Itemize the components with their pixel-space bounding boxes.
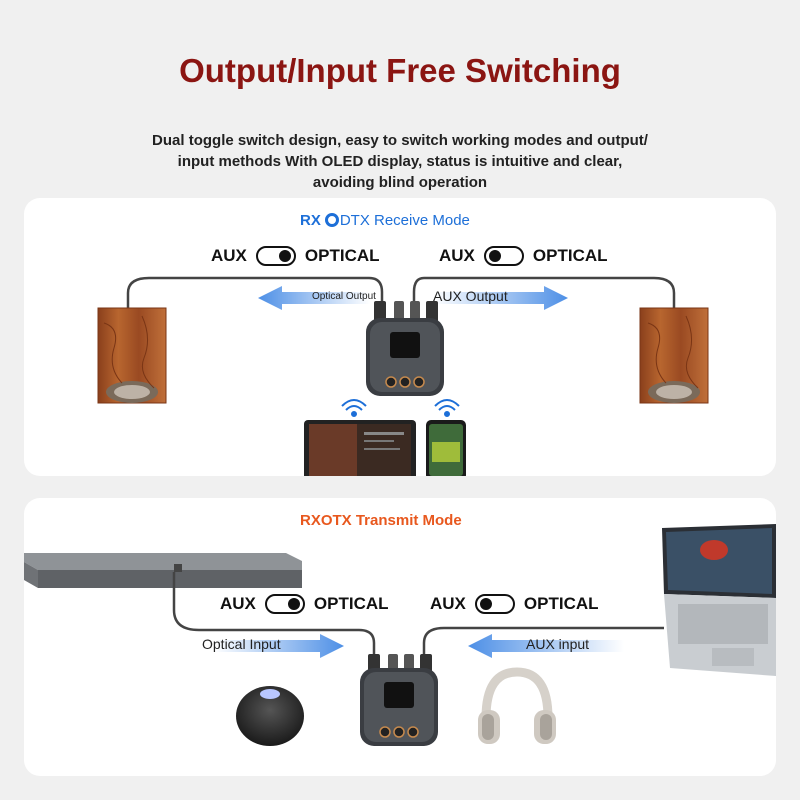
left-speaker-image — [97, 307, 167, 404]
mode-ring-icon — [324, 213, 339, 227]
tx-device-image — [360, 654, 438, 746]
toggle-knob — [278, 250, 291, 262]
rx-mode-suffix: DTX Receive Mode — [339, 212, 470, 229]
tx-mode-title: RXOTX Transmit Mode — [300, 512, 462, 529]
wifi-icon — [434, 399, 460, 417]
optical-cable — [172, 572, 376, 663]
wifi-icon — [341, 399, 367, 417]
headphones-image — [478, 667, 556, 744]
left-arrow — [258, 286, 370, 310]
toggle-switch[interactable] — [264, 594, 305, 614]
rx-mode-title: RX DTX Receive Mode — [300, 212, 470, 229]
aux-label: AUX — [430, 594, 466, 613]
rx-scene-illustration — [97, 276, 709, 476]
phone-image — [426, 420, 466, 476]
optical-output-label: Optical Output — [312, 291, 376, 302]
toggle-knob — [479, 598, 492, 610]
subtitle-line-3: avoiding blind operation — [312, 174, 488, 191]
tx-left-switch[interactable]: AUX OPTICAL — [220, 594, 389, 614]
soundbar-image — [24, 553, 302, 588]
optical-label: OPTICAL — [532, 246, 608, 265]
tx-right-switch[interactable]: AUX OPTICAL — [430, 594, 599, 614]
tx-mode-panel: RXOTX Transmit Mode AUX OPTICAL AUX OPTI… — [24, 498, 776, 776]
right-arrow — [214, 634, 344, 658]
rx-left-switch[interactable]: AUX OPTICAL — [211, 246, 380, 266]
left-arrow — [468, 634, 624, 658]
rx-right-switch[interactable]: AUX OPTICAL — [439, 246, 608, 266]
aux-label: AUX — [220, 594, 256, 613]
toggle-knob — [488, 250, 501, 262]
toggle-knob — [287, 598, 300, 610]
rx-device-image — [366, 301, 444, 396]
optical-label: OPTICAL — [523, 594, 599, 613]
right-speaker-image — [639, 307, 709, 404]
optical-label: OPTICAL — [304, 246, 380, 265]
left-cable — [126, 276, 384, 310]
rx-mode-panel: RX DTX Receive Mode AUX OPTICAL AUX OPTIC… — [24, 198, 776, 476]
laptop-image — [662, 524, 776, 676]
tx-scene-illustration — [24, 524, 776, 746]
aux-label: AUX — [439, 246, 475, 265]
subtitle-line-2: input methods With OLED display, status … — [177, 153, 623, 170]
tablet-image — [304, 420, 416, 476]
optical-label: OPTICAL — [313, 594, 389, 613]
toggle-switch[interactable] — [483, 246, 524, 266]
right-cable — [412, 276, 676, 310]
aux-input-label: AUX input — [526, 636, 590, 652]
right-arrow — [434, 286, 568, 310]
aux-cable — [422, 626, 664, 663]
subtitle-line-1: Dual toggle switch design, easy to switc… — [152, 132, 648, 149]
page-title: Output/Input Free Switching — [179, 52, 621, 89]
toggle-switch[interactable] — [255, 246, 296, 266]
aux-output-label: AUX Output — [433, 288, 508, 304]
smart-speaker-image — [236, 686, 304, 746]
aux-label: AUX — [211, 246, 247, 265]
toggle-switch[interactable] — [474, 594, 515, 614]
rx-mode-prefix: RX — [300, 212, 321, 229]
page-subtitle: Dual toggle switch design, easy to switc… — [100, 130, 700, 193]
optical-input-label: Optical Input — [202, 636, 281, 652]
